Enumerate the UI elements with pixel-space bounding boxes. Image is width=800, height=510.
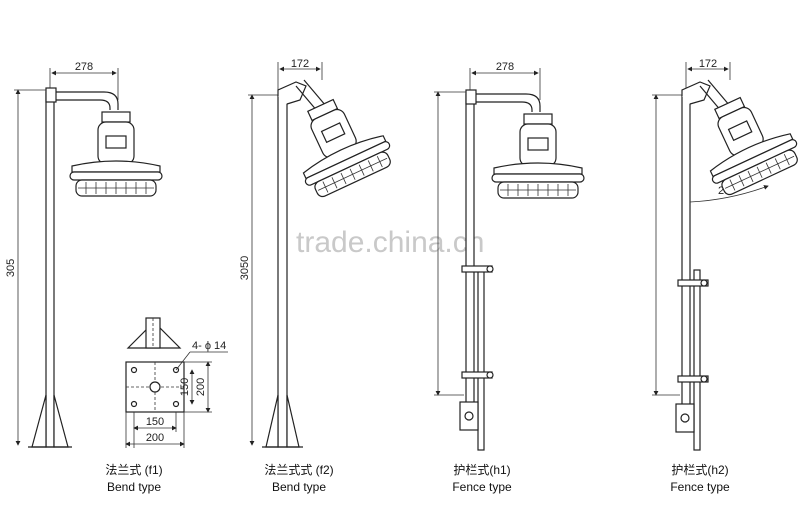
f2-width-dim: 172 xyxy=(291,58,309,70)
figure-f1: 278 305 xyxy=(5,61,163,448)
base-inner-w: 150 xyxy=(146,416,164,428)
base-detail: 4- ϕ 14 150 200 150 200 xyxy=(125,317,228,448)
figure-h2: 172 25 xyxy=(652,58,800,451)
base-outer-h: 200 xyxy=(195,378,207,396)
h2-caption-cn: 护栏式(h2) xyxy=(671,462,728,477)
h2-caption-en: Fence type xyxy=(670,480,730,494)
f1-height-dim: 305 xyxy=(5,259,17,277)
watermark: trade.china.cn xyxy=(296,226,484,259)
f1-width-dim: 278 xyxy=(75,61,93,73)
base-hole-label: 4- ϕ 14 xyxy=(192,340,226,352)
figure-h1: 278 xyxy=(434,61,585,451)
f2-caption-cn: 法兰式式 (f2) xyxy=(264,463,333,477)
h2-width-dim: 172 xyxy=(699,58,717,70)
h1-caption-cn: 护栏式(h1) xyxy=(453,462,510,477)
base-outer-w: 200 xyxy=(146,432,164,444)
h1-caption-en: Fence type xyxy=(452,480,512,494)
base-inner-h: 150 xyxy=(179,378,191,396)
f2-caption-en: Bend type xyxy=(272,480,326,494)
figure-f2: 172 3050 xyxy=(239,58,399,448)
f2-height-dim: 3050 xyxy=(239,256,251,280)
f1-caption-cn: 法兰式 (f1) xyxy=(105,463,162,477)
f1-caption-en: Bend type xyxy=(107,480,161,494)
h1-width-dim: 278 xyxy=(496,61,514,73)
watermark-text: trade.china.cn xyxy=(296,226,484,259)
